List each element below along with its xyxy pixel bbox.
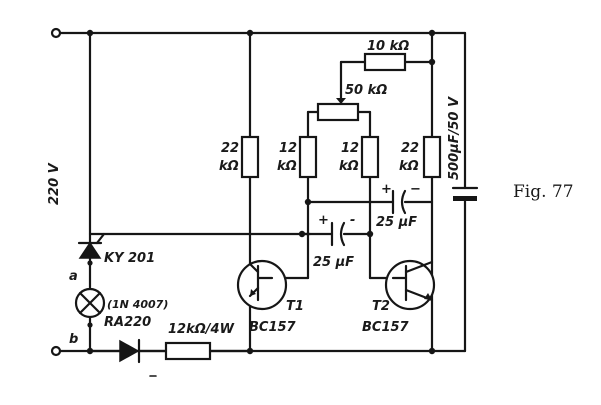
transistor-t1-symbol bbox=[236, 259, 288, 311]
resistor-r1-value: 22 bbox=[221, 141, 239, 156]
junction-dots bbox=[86, 29, 436, 355]
resistor-r4-value: 22 bbox=[401, 141, 419, 156]
series-resistor-body bbox=[164, 341, 212, 361]
lower-cap-minus: - bbox=[350, 213, 355, 228]
top-resistor-body bbox=[363, 52, 407, 72]
transistor-t2-symbol bbox=[384, 259, 436, 311]
t1-type: BC157 bbox=[249, 320, 297, 335]
resistor-r3-body bbox=[360, 135, 380, 179]
t2-name: T2 bbox=[372, 299, 390, 314]
series-resistor-label: 12kΩ/4W bbox=[168, 322, 235, 337]
supply-voltage-label: 220 V bbox=[47, 162, 62, 205]
t2-type: BC157 bbox=[362, 320, 410, 335]
figure-caption: Fig. 77 bbox=[513, 182, 574, 202]
node-a-label: a bbox=[69, 269, 78, 284]
thyristor-label: KY 201 bbox=[104, 251, 155, 266]
lamp-symbol bbox=[74, 287, 106, 319]
resistor-r3-unit: kΩ bbox=[339, 159, 359, 174]
resistor-r2-body bbox=[298, 135, 318, 179]
lamp-diode-label: (1N 4007) bbox=[107, 298, 168, 311]
upper-capacitor-symbol bbox=[391, 189, 407, 215]
potentiometer-label: 50 kΩ bbox=[345, 83, 387, 98]
resistor-r1-unit: kΩ bbox=[219, 159, 239, 174]
upper-cap-minus: − bbox=[410, 182, 421, 197]
lower-cap-label: 25 µF bbox=[313, 255, 354, 270]
resistor-r4-unit: kΩ bbox=[399, 159, 419, 174]
resistor-r3-value: 12 bbox=[341, 141, 359, 156]
t1-name: T1 bbox=[286, 299, 304, 314]
resistor-r2-value: 12 bbox=[279, 141, 297, 156]
electrolytic-capacitor-symbol bbox=[451, 186, 479, 201]
electrolytic-label: 500µF/50 V bbox=[447, 96, 462, 180]
series-diode-symbol bbox=[119, 338, 168, 364]
supply-terminals bbox=[50, 27, 62, 357]
potentiometer-symbol bbox=[316, 98, 360, 122]
upper-cap-label: 25 µF bbox=[376, 215, 417, 230]
lamp-label: RA220 bbox=[104, 315, 151, 330]
resistor-r4-body bbox=[422, 135, 442, 179]
thyristor-symbol bbox=[77, 232, 106, 259]
top-resistor-label: 10 kΩ bbox=[367, 39, 409, 54]
node-b-label: b bbox=[69, 332, 78, 347]
lower-capacitor-symbol bbox=[330, 221, 346, 247]
upper-cap-plus: + bbox=[381, 182, 392, 197]
resistor-r1-body bbox=[240, 135, 260, 179]
lower-cap-plus: + bbox=[318, 213, 329, 228]
resistor-r2-unit: kΩ bbox=[277, 159, 297, 174]
